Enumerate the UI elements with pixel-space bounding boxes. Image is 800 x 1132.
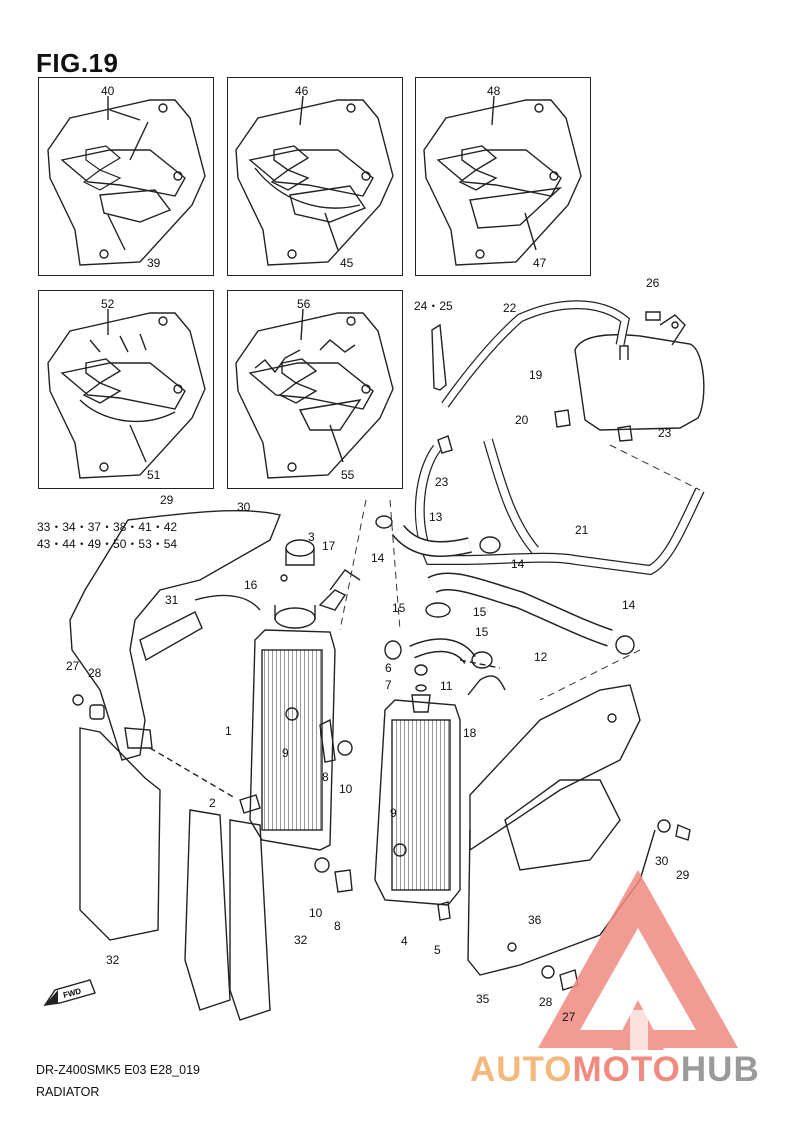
callout-label: 33・34・37・38・41・42 [37,520,178,534]
callout-label: 30 [237,500,251,514]
callout-label: 21 [575,523,589,537]
callout-label: 23 [658,426,672,440]
logo-part-auto: AUTO [470,1050,573,1089]
shroud-variant-panel [227,77,403,276]
callout-label: 51 [147,468,161,482]
callout-label: 23 [435,475,449,489]
alignment-lines [339,444,701,701]
callout-label: 6 [385,661,392,675]
callout-label: 16 [244,578,258,592]
callout-label: 30 [655,854,669,868]
callout-label: 12 [534,650,548,664]
reservoir-tank [574,334,705,431]
callout-label: 56 [297,297,311,311]
watermark-triangle [538,870,738,1050]
reservoir-assembly [375,300,705,669]
shroud-drawing-4 [47,312,206,479]
callout-label: 7 [385,678,392,692]
guard-bracket [139,611,203,662]
shroud-drawing-5 [235,312,394,479]
callout-label: 10 [339,782,353,796]
shroud-drawing-2 [235,99,394,266]
shroud-variant-panel [38,77,214,276]
callout-label: 35 [476,992,490,1006]
callout-label: 24・25 [414,299,453,313]
callout-label: 22 [503,301,517,315]
callout-label: 14 [511,557,525,571]
callout-label: 40 [101,84,115,98]
watermark-logo: AUTOMOTOHUB [470,1050,760,1090]
callout-label: 9 [282,746,289,760]
callout-label: 52 [101,297,115,311]
tank-grommet [554,409,571,428]
callout-label: 3 [308,530,315,544]
callout-label: 1 [225,724,232,738]
right-radiator-assembly [314,659,691,991]
logo-part-hub: HUB [680,1050,760,1089]
left-radiator-assembly [69,510,361,1021]
radiator-guard [69,510,281,761]
callout-label: 29 [676,868,690,882]
callout-label: 5 [434,943,441,957]
callout-label: 31 [165,593,179,607]
callout-label: 11 [440,679,453,693]
callout-label: 8 [334,919,341,933]
callout-label: 9 [390,806,397,820]
callout-label: 19 [529,368,543,382]
callout-label: 14 [371,551,385,565]
callout-label: 15 [392,601,406,615]
callout-label: 47 [533,256,547,270]
shroud-variant-panel [415,77,591,276]
shroud-variant-panel [38,290,214,489]
callout-label: 39 [147,256,161,270]
callout-label: 8 [322,770,329,784]
callout-label: 32 [294,933,308,947]
callout-label: 48 [487,84,501,98]
callout-label: 2 [209,796,216,810]
callout-label: 14 [622,598,636,612]
callout-label: 20 [515,413,529,427]
callout-label: 27 [562,1010,576,1024]
callout-label: 29 [160,493,174,507]
callout-label: 10 [309,906,323,920]
section-name: RADIATOR [36,1085,100,1099]
callout-label: 15 [473,605,487,619]
callout-label: 26 [646,276,660,290]
hose-clamp [617,425,633,442]
callout-label: 45 [340,256,354,270]
logo-part-moto: MOTO [572,1050,681,1089]
figure-title: FIG.19 [36,48,119,78]
callout-label: 32 [106,953,120,967]
shroud-drawing-3 [423,99,582,266]
callout-label: 17 [322,539,336,553]
shroud-variant-panel [227,290,403,489]
callout-label: 28 [88,666,102,680]
model-code: DR-Z400SMK5 E03 E28_019 [36,1063,200,1077]
tank-bolt [645,311,661,321]
forward-direction-arrow: FWD [43,979,96,1006]
callout-label: 55 [341,468,355,482]
callout-label: 18 [463,726,477,740]
shroud-panel-drawings [47,95,582,479]
callout-label: 27 [66,659,80,673]
shroud-drawing-1 [47,99,206,266]
callout-label: 15 [475,625,489,639]
callout-label: 46 [295,84,309,98]
callout-label: 43・44・49・50・53・54 [37,537,178,551]
callout-label: 13 [429,510,443,524]
callout-label: 36 [528,913,542,927]
callout-label: 28 [539,995,553,1009]
callout-label: 4 [401,934,408,948]
